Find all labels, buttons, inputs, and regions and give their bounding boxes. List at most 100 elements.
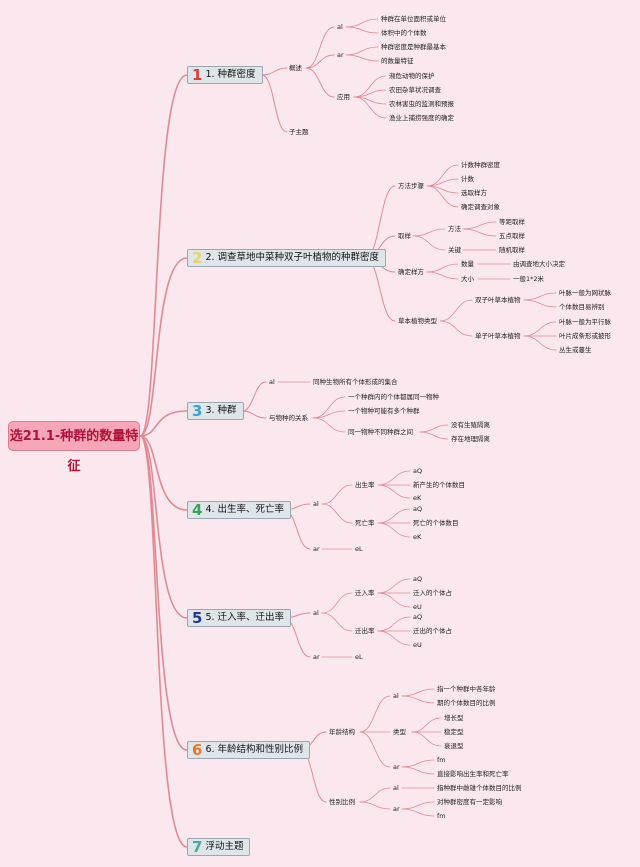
b5-immigration-leaf-2: 迁入的个体占 xyxy=(413,589,452,597)
b3-relation-node-3[interactable]: 同一物种不同种群之间 xyxy=(348,428,413,436)
b1-ar-leaf-2: 的数量特征 xyxy=(381,57,414,65)
b6-ar-node[interactable]: ar xyxy=(393,763,400,771)
connector xyxy=(359,787,391,803)
b6-type-node[interactable]: 类型 xyxy=(393,728,406,736)
b3-species-relation-node[interactable]: 与物种的关系 xyxy=(269,414,308,422)
connector xyxy=(426,164,459,187)
b2-method-node[interactable]: 方法 xyxy=(448,225,461,233)
b2-method-steps-node[interactable]: 方法步骤 xyxy=(398,182,424,190)
b1-application-leaf-4: 渔业上捕捞强度的确定 xyxy=(389,114,454,122)
connector xyxy=(523,292,557,301)
connector xyxy=(411,731,442,747)
connector xyxy=(139,435,188,848)
b1-al-leaf-2: 体积中的个体数 xyxy=(381,29,427,37)
connector xyxy=(462,221,497,230)
b1-al-node[interactable]: al xyxy=(337,23,343,31)
connector xyxy=(426,271,459,280)
connector xyxy=(321,592,353,614)
connector xyxy=(345,54,379,62)
connector xyxy=(359,731,391,768)
b4-death-rate-node[interactable]: 死亡率 xyxy=(355,519,375,527)
connector xyxy=(377,508,411,524)
branch-label: 4. 出生率、死亡率 xyxy=(205,504,285,515)
connector xyxy=(305,67,335,98)
connector xyxy=(401,766,435,775)
b6-sex-al-node[interactable]: al xyxy=(393,784,399,792)
b3-al-leaf-1: 同种生物所有个体形成的集合 xyxy=(313,378,398,386)
connector xyxy=(261,74,288,133)
b6-ar-leaf-2: 直接影响出生率和死亡率 xyxy=(437,770,509,778)
b2-count-leaf-1: 由调查地大小决定 xyxy=(513,260,565,268)
b5-emigration-leaf-1: aQ xyxy=(413,613,423,621)
b1-al-leaf-1: 种群在单位面积或单位 xyxy=(381,15,446,23)
b1-application-node[interactable]: 应用 xyxy=(337,93,350,101)
b5-emigration-node[interactable]: 迁出率 xyxy=(355,627,375,635)
b3-al-node[interactable]: al xyxy=(269,378,275,386)
number-5-icon: 5 xyxy=(192,609,203,627)
number-6-icon: 6 xyxy=(192,741,203,759)
b4-death-leaf-2: 死亡的个体数目 xyxy=(413,519,459,527)
b2-monocot-leaf-3: 丛生或蔓生 xyxy=(559,346,592,354)
connector xyxy=(439,299,473,322)
b6-sex-al-leaf-1: 指种群中雌雄个体数目的比例 xyxy=(437,784,522,792)
b2-key-node[interactable]: 关键 xyxy=(448,246,461,254)
connector xyxy=(377,484,411,499)
b4-ar-node[interactable]: ar xyxy=(313,545,320,553)
b2-monocot-node[interactable]: 单子叶草本植物 xyxy=(475,332,521,340)
b6-sex-ar-leaf-2: fm xyxy=(437,812,446,820)
number-3-icon: 3 xyxy=(192,402,203,420)
b1-application-leaf-1: 濒危动物的保护 xyxy=(389,72,435,80)
b2-herb-type-node[interactable]: 草本植物类型 xyxy=(398,317,437,325)
connector xyxy=(139,435,188,619)
b1-overview-node[interactable]: 概述 xyxy=(289,64,302,72)
b4-al-node[interactable]: al xyxy=(313,500,319,508)
b2-count-node[interactable]: 数量 xyxy=(461,260,474,268)
b2-quadrat-node[interactable]: 确定样方 xyxy=(398,268,424,276)
b5-al-node[interactable]: al xyxy=(313,609,319,617)
b4-ar-leaf-1: eL xyxy=(355,545,363,553)
connector xyxy=(462,228,497,237)
number-4-icon: 4 xyxy=(192,501,203,519)
connector xyxy=(364,257,396,322)
branch-label: 3. 种群 xyxy=(205,405,237,416)
b6-al-leaf-1: 指一个种群中各年龄 xyxy=(437,685,496,693)
connector xyxy=(377,630,411,646)
b2-steps-leaf-3: 选取样方 xyxy=(461,189,487,197)
b5-ar-node[interactable]: ar xyxy=(313,653,320,661)
b1-subtopic-node[interactable]: 子主题 xyxy=(289,128,309,136)
b1-ar-leaf-1: 种群密度是种群最基本 xyxy=(381,43,446,51)
b6-type-leaf-3: 衰退型 xyxy=(444,742,464,750)
b2-dicot-node[interactable]: 双子叶草本植物 xyxy=(475,296,521,304)
b6-sex-ratio-node[interactable]: 性别比例 xyxy=(329,798,355,806)
number-2-icon: 2 xyxy=(192,249,203,267)
root-topic[interactable]: 选21.1-种群的数量特征 xyxy=(8,421,140,474)
b5-immigration-node[interactable]: 迁入率 xyxy=(355,589,375,597)
number-1-icon: 1 xyxy=(192,66,203,84)
b2-dicot-leaf-1: 叶脉一般为网状脉 xyxy=(559,289,611,297)
b2-dicot-leaf-2: 个体数目易辨别 xyxy=(559,303,605,311)
number-7-icon: 7 xyxy=(192,838,203,856)
b6-al-node[interactable]: al xyxy=(393,692,399,700)
connector xyxy=(377,522,411,538)
connector xyxy=(345,18,379,28)
b2-sampling-node[interactable]: 取样 xyxy=(398,232,411,240)
b2-steps-leaf-4: 确定调查对象 xyxy=(461,203,500,211)
b6-age-structure-node[interactable]: 年龄结构 xyxy=(329,728,355,736)
connector xyxy=(312,410,346,419)
b2-monocot-leaf-1: 叶脉一般为平行脉 xyxy=(559,318,611,326)
b1-ar-node[interactable]: ar xyxy=(337,51,344,59)
b2-size-node[interactable]: 大小 xyxy=(461,275,474,283)
connector xyxy=(139,74,188,437)
b4-birth-leaf-1: aQ xyxy=(413,467,423,475)
b6-sex-ar-node[interactable]: ar xyxy=(393,805,400,813)
b4-birth-rate-node[interactable]: 出生率 xyxy=(355,481,375,489)
b3-relation-leaf-2: 一个物种可能有多个种群 xyxy=(348,407,420,415)
